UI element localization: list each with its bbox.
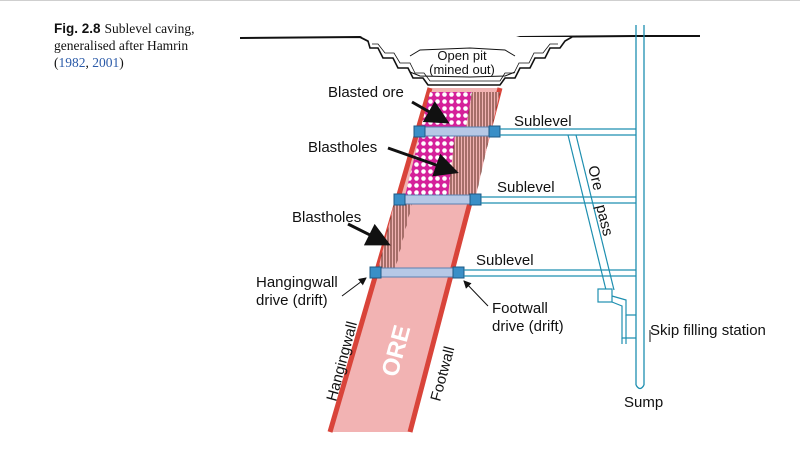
blastholes-upper-arrow [387,146,459,177]
ore-pass-label-1: Ore [584,164,607,192]
blastholes-upper-label: Blastholes [308,139,377,156]
open-pit-sublabel: (mined out) [429,62,495,77]
blasted-ore-arrow [411,100,450,124]
ore-pass-label-2: pass [592,203,616,238]
footwall-drive-2 [469,193,482,206]
sublevel-label-3: Sublevel [476,252,534,269]
sublevel-drive-2 [399,194,481,205]
figure-number: Fig. 2.8 [54,21,101,36]
hangingwall-drive-1 [413,125,426,138]
sublevel-label-2: Sublevel [497,179,555,196]
blastholes-fan-2 [448,134,490,196]
open-pit-label-bracket [409,47,516,57]
ore-pass [567,134,615,291]
caption-ref-sep: , [85,55,93,70]
blasted-ore-label: Blasted ore [328,84,404,101]
skip-filling-station-label: Skip filling station [650,322,766,339]
hangingwall-contact [327,87,433,433]
hangingwall-drive-label: Hangingwall [256,274,338,291]
skip-filling-station [597,288,636,344]
reference-link-1982[interactable]: 1982 [58,55,86,70]
open-pit-label: Open pit [437,48,487,63]
shaft [635,25,645,390]
open-pit-label-bracket-lower [409,71,516,78]
blastholes-fan-3 [378,204,412,270]
footwall-drive-leader [463,280,489,307]
footwall-drive-label: Footwall [492,300,548,317]
footwall-drive-sublabel: drive (drift) [492,318,564,335]
sublevel-drive-1 [419,126,501,137]
footwall-drive-3 [452,266,465,279]
hangingwall-drive-2 [393,193,406,206]
sump-label: Sump [624,394,663,411]
blastholes-lower-label: Blastholes [292,209,361,226]
open-pit-inner-bench [372,43,558,82]
reference-link-2001[interactable]: 2001 [92,55,120,70]
hangingwall-drive-sublabel: drive (drift) [256,292,328,309]
footwall-drive-1 [488,125,501,138]
hangingwall-drive-leader [341,277,367,297]
top-rule [0,0,800,1]
caption-ref-close: ) [119,55,124,70]
caption-text: Sublevel caving, generalised after Hamri… [54,21,195,53]
sublevel-drive-3 [375,267,461,278]
sublevel-label-1: Sublevel [514,113,572,130]
blastholes-lower-arrow [347,222,391,246]
caption-ref-open: ( [54,55,59,70]
hangingwall-drive-3 [369,266,382,279]
blastholes-fan-1 [466,92,500,127]
